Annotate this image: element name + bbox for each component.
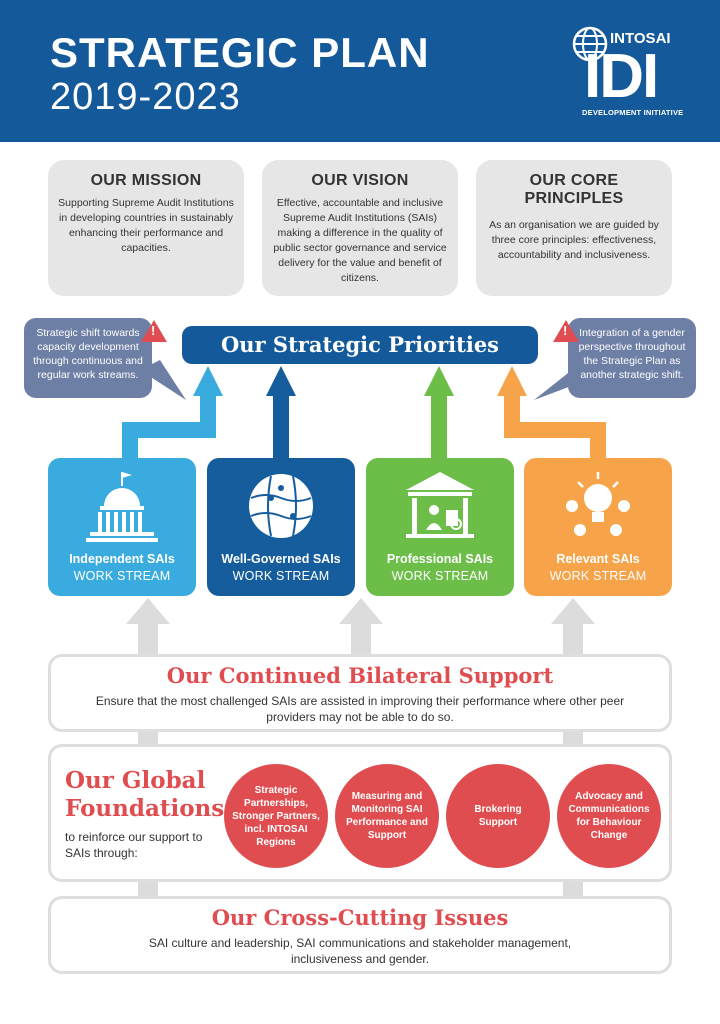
principles-card: OUR CORE PRINCIPLES As an organisation w… (476, 160, 672, 296)
workstream-label: WORK STREAM (549, 569, 647, 583)
workstream-name: Professional SAIs (386, 552, 494, 566)
workstream-name: Well-Governed SAIs (221, 552, 341, 566)
idi-logo: INTOSAI IDI DEVELOPMENT INITIATIVE (572, 24, 683, 120)
warning-mark-left: ! (151, 323, 156, 338)
grey-connector-2 (351, 624, 371, 654)
page-title: STRATEGIC PLAN (50, 29, 430, 76)
mission-text: Supporting Supreme Audit Institutions in… (58, 197, 234, 254)
bilateral-support-panel: Our Continued Bilateral Support Ensure t… (48, 654, 672, 732)
cross-cutting-panel: Our Cross-Cutting Issues SAI culture and… (48, 896, 672, 974)
foundation-advocacy: Advocacy and Communications for Behaviou… (557, 764, 661, 868)
workstream-relevant: Relevant SAIs WORK STREAM (524, 458, 672, 596)
logo-org-text: INTOSAI (610, 30, 671, 47)
mission-title: OUR MISSION (90, 172, 202, 189)
callout-gender-shift: Integration of a gender perspective thro… (568, 318, 696, 398)
foundation-partnerships: Strategic Partnerships, Stronger Partner… (224, 764, 328, 868)
vision-card: OUR VISION Effective, accountable and in… (262, 160, 458, 296)
grey-arrowhead-2 (339, 598, 383, 624)
crosscutting-text: SAI culture and leadership, SAI communic… (148, 936, 572, 966)
global-text: to reinforce our support to SAIs through… (65, 830, 203, 860)
global-title-line2: Foundations (65, 795, 225, 822)
principles-title: OUR CORE PRINCIPLES (524, 172, 624, 207)
global-title-line1: Our Global (65, 767, 206, 794)
grey-arrowhead-3 (551, 598, 595, 624)
mission-card: OUR MISSION Supporting Supreme Audit Ins… (48, 160, 244, 296)
workstream-independent: Independent SAIs WORK STREAM (48, 458, 196, 596)
workstream-name: Relevant SAIs (556, 552, 640, 566)
puzzle-globe-icon (249, 474, 313, 538)
logo-tagline: DEVELOPMENT INITIATIVE (582, 108, 684, 117)
crosscutting-title: Our Cross-Cutting Issues (211, 905, 509, 930)
workstream-professional: Professional SAIs WORK STREAM (366, 458, 514, 596)
principles-text: As an organisation we are guided by thre… (489, 219, 659, 261)
warning-mark-right: ! (563, 323, 568, 338)
page-subtitle: 2019-2023 (50, 76, 241, 118)
globe-icon (572, 26, 608, 62)
orange-arrow (497, 366, 606, 458)
foundation-measuring: Measuring and Monitoring SAI Performance… (335, 764, 439, 868)
warning-icon-right: ! (553, 320, 579, 342)
callout-capacity-shift: Strategic shift towards capacity develop… (24, 318, 152, 398)
workstream-well-governed: Well-Governed SAIs WORK STREAM (207, 458, 355, 596)
bilateral-text: Ensure that the most challenged SAIs are… (95, 694, 625, 724)
blue-arrow (122, 366, 223, 458)
workstream-label: WORK STREAM (391, 569, 489, 583)
header-banner: STRATEGIC PLAN 2019-2023 INTOSAI IDI DEV… (0, 0, 720, 142)
logo-brand-text: IDI (584, 42, 659, 111)
foundation-brokering: Brokering Support (446, 764, 550, 868)
green-arrow (424, 366, 454, 458)
bilateral-title: Our Continued Bilateral Support (166, 663, 554, 688)
navy-arrow (266, 366, 296, 458)
workstream-name: Independent SAIs (69, 552, 175, 566)
vision-text: Effective, accountable and inclusive Sup… (273, 197, 447, 284)
grey-arrowhead-1 (126, 598, 170, 624)
capitol-building-icon (86, 472, 158, 542)
vision-title: OUR VISION (311, 172, 409, 189)
workstream-label: WORK STREAM (73, 569, 171, 583)
classroom-icon (406, 472, 474, 538)
lightbulb-ideas-icon (566, 472, 630, 536)
strategic-priorities-banner: Our Strategic Priorities (182, 326, 538, 364)
workstream-label: WORK STREAM (232, 569, 330, 583)
warning-icon-left: ! (141, 320, 167, 342)
